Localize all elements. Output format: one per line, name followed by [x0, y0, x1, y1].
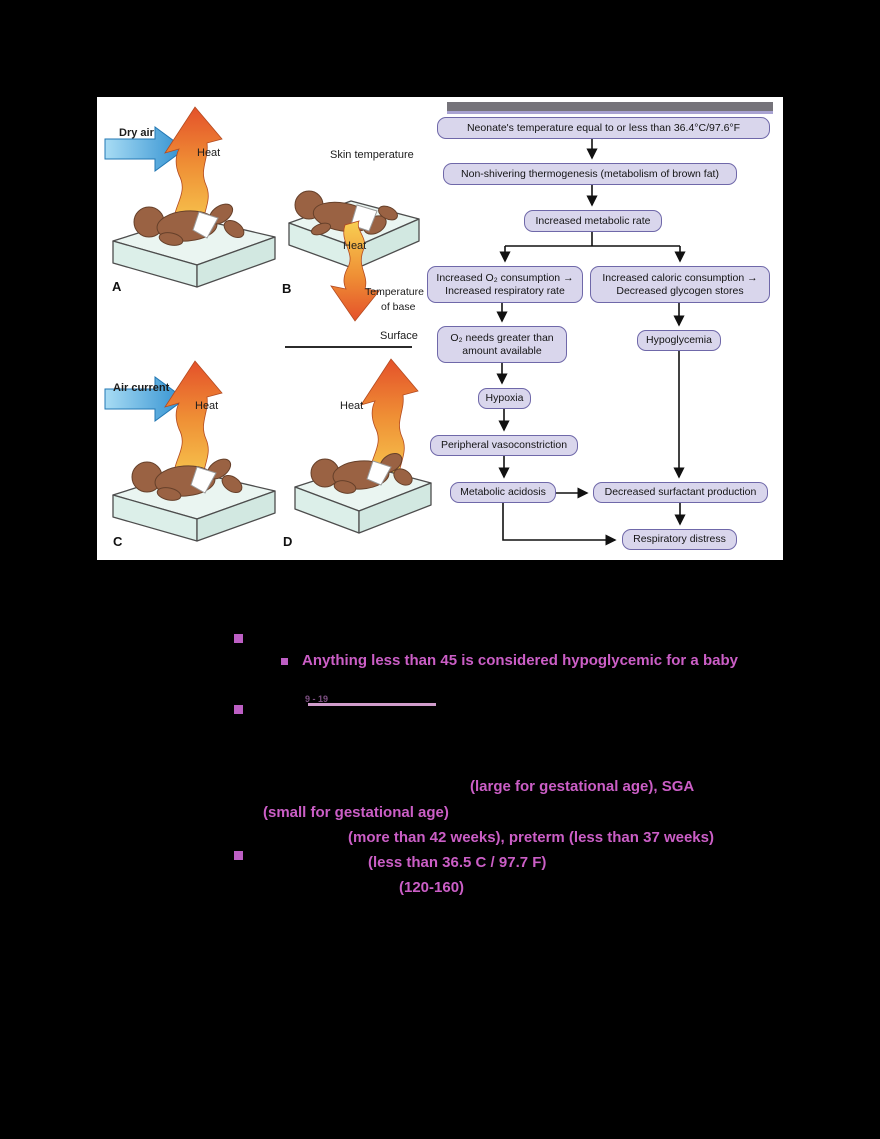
label-heat-a: Heat [197, 147, 221, 159]
note-heart-rate: (120-160) [399, 879, 465, 896]
baby-illustration-c [104, 360, 276, 542]
sub-bullet-marker [281, 658, 288, 665]
flowchart-box-nonshivering-thermogenesis: Non-shivering thermogenesis (metabolism … [443, 163, 737, 185]
figure-header-bar [447, 102, 773, 114]
label-skin-temperature: Skin temperature [330, 149, 414, 161]
flowchart-box-increased-caloric-consumption: Increased caloric consumption → Decrease… [590, 266, 770, 303]
bullet-marker-3 [234, 851, 243, 860]
flowchart-box-o2-needs-greater: O₂ needs greater than amount available [437, 326, 567, 363]
note-hypoglycemic: Anything less than 45 is considered hypo… [302, 652, 738, 669]
baby-illustration-d [294, 358, 432, 534]
label-heat-b: Heat [343, 240, 367, 252]
flowchart-box-increased-metabolic-rate: Increased metabolic rate [524, 210, 662, 232]
flowchart-box-hypoglycemia: Hypoglycemia [637, 330, 721, 351]
note-hypothermia-temp: (less than 36.5 C / 97.7 F) [368, 854, 547, 871]
baby-illustration-b [288, 190, 420, 322]
flowchart-box-metabolic-acidosis: Metabolic acidosis [450, 482, 556, 503]
link-underline [308, 703, 436, 706]
note-term: (more than 42 weeks), preterm (less than… [348, 829, 714, 846]
flowchart-arrows [496, 139, 686, 546]
baby-illustration-a [104, 106, 276, 288]
label-temperature-of-base-2: of base [381, 301, 416, 313]
flowchart-box-neonate-temperature: Neonate's temperature equal to or less t… [437, 117, 770, 139]
label-temperature-of-base-1: Temperature [365, 286, 424, 298]
label-surface: Surface [380, 330, 418, 342]
bullet-marker-2 [234, 705, 243, 714]
label-dry-air: Dry air [119, 127, 154, 139]
panel-letter-d: D [283, 534, 293, 549]
flowchart-box-peripheral-vasoconstriction: Peripheral vasoconstriction [430, 435, 578, 456]
panel-letter-a: A [112, 279, 122, 294]
panel-letter-b: B [282, 281, 292, 296]
flowchart-box-decreased-surfactant: Decreased surfactant production [593, 482, 768, 503]
flowchart-box-hypoxia: Hypoxia [478, 388, 531, 409]
flowchart-box-respiratory-distress: Respiratory distress [622, 529, 737, 550]
figure-panel: Dry air Heat A Skin temperature Heat Tem… [97, 97, 783, 560]
note-sga: (small for gestational age) [263, 804, 449, 821]
faint-reference-text: 9 - 19 [305, 694, 329, 704]
panel-letter-c: C [113, 534, 123, 549]
note-lga: (large for gestational age), SGA [470, 778, 695, 795]
flowchart-box-increased-o2-consumption: Increased O₂ consumption → Increased res… [427, 266, 583, 303]
label-heat-c: Heat [195, 400, 219, 412]
surface-line [285, 346, 412, 348]
label-air-current: Air current [113, 382, 170, 394]
label-heat-d: Heat [340, 400, 364, 412]
bullet-marker-1 [234, 634, 243, 643]
